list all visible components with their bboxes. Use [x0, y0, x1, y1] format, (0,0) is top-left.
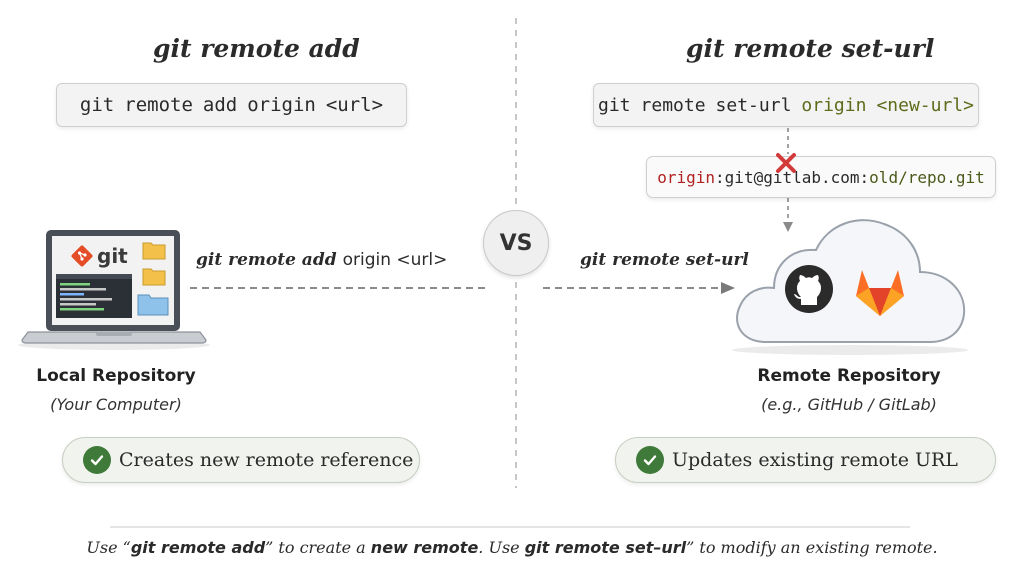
- add-result-text: Creates new remote reference: [119, 449, 414, 471]
- add-arrow-label-plain: origin <url>: [342, 250, 448, 270]
- git-logo-icon: git: [70, 242, 134, 270]
- footer-part: ” to create a: [265, 538, 371, 557]
- footer-divider: [110, 526, 910, 528]
- gitlab-icon: [856, 270, 904, 316]
- footer-part: Use “: [86, 538, 131, 557]
- footer-bold: git remote add: [130, 538, 266, 557]
- check-icon: [83, 446, 111, 474]
- vs-badge: VS: [483, 210, 549, 276]
- cmd-name: origin: [801, 94, 867, 116]
- old-url-arrow: [783, 128, 793, 232]
- add-result-pill: Creates new remote reference: [62, 437, 420, 483]
- cloud-icon: [732, 219, 968, 355]
- set-url-result-text: Updates existing remote URL: [672, 449, 958, 471]
- folder-icon: [137, 294, 169, 316]
- set-url-result-pill: Updates existing remote URL: [615, 437, 996, 483]
- check-icon: [636, 446, 664, 474]
- x-mark-icon: [776, 153, 796, 173]
- cmd-remote: remote: [640, 94, 706, 116]
- cmd-arg: <new-url>: [876, 94, 974, 116]
- set-url-dashed-arrow: [543, 282, 735, 294]
- add-arrow-label-bold: git remote add: [196, 250, 337, 270]
- git-logo-text: git: [97, 244, 128, 268]
- cmd-git: git: [79, 94, 115, 116]
- cmd-action: add: [202, 94, 238, 116]
- set-url-arrow-label: git remote set-url: [580, 250, 749, 270]
- terminal-icon: [56, 274, 132, 318]
- folder-icon: [142, 268, 166, 286]
- cmd-arg: <url>: [325, 94, 384, 116]
- footer-bold: git remote set–url: [524, 538, 687, 557]
- old-url-box: origin:git@gitlab.com:old/repo.git: [646, 156, 996, 198]
- add-dashed-line: [190, 287, 486, 289]
- cmd-remote: remote: [124, 94, 193, 116]
- footer-part: . Use: [478, 538, 525, 557]
- left-title: git remote add: [153, 34, 360, 63]
- github-icon: [785, 265, 833, 313]
- set-url-command-box: git remote set-url origin <new-url>: [593, 83, 979, 127]
- footer-note: Use “git remote add” to create a new rem…: [0, 538, 1024, 557]
- footer-bold: new remote: [370, 538, 479, 557]
- cmd-action: set-url: [715, 94, 792, 116]
- add-command-box: git remote add origin <url>: [56, 83, 407, 127]
- footer-part: ” to modify an existing remote.: [686, 538, 938, 557]
- old-url-path: old/repo.git: [869, 167, 985, 187]
- folder-icon: [142, 242, 166, 260]
- local-repo-subtitle: (Your Computer): [50, 395, 182, 414]
- remote-repo-subtitle: (e.g., GitHub / GitLab): [761, 395, 937, 414]
- right-title: git remote set-url: [686, 34, 935, 63]
- old-url-remote: origin: [657, 167, 716, 187]
- local-repo-title: Local Repository: [36, 366, 196, 386]
- old-url-sep: :: [715, 167, 725, 187]
- cmd-name: origin: [247, 94, 316, 116]
- remote-repo-title: Remote Repository: [757, 366, 941, 386]
- old-url-sep2: :: [859, 167, 870, 187]
- cmd-git: git: [598, 94, 631, 116]
- old-url-host: git@gitlab.com: [724, 167, 860, 187]
